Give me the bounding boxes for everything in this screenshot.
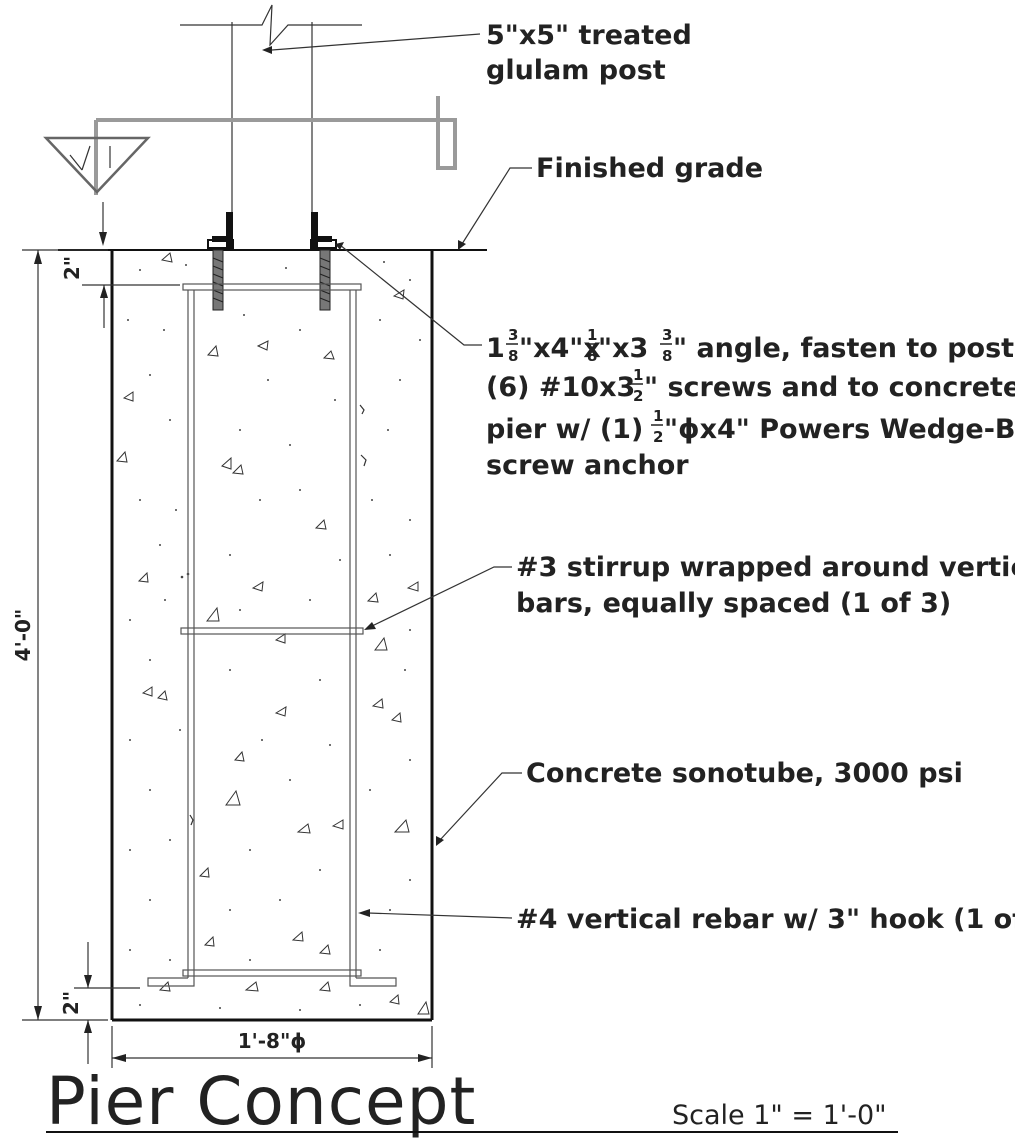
fraction-1-2-a: 1 2 [631,366,643,405]
stirrup-note-line1: #3 stirrup wrapped around vertical [516,552,1015,583]
svg-text:"x3: "x3 [598,333,648,364]
angle-note-line2: (6) #10x3 [486,372,635,403]
angle-note-line3: pier w/ (1) [486,414,643,445]
svg-text:"x4"x: "x4"x [519,333,601,364]
top-cover-dimension [82,284,180,328]
svg-text:3: 3 [508,326,518,344]
svg-text:2: 2 [653,428,663,446]
angle-note-line4: screw anchor [486,450,689,481]
stirrup-note-line2: bars, equally spaced (1 of 3) [516,588,951,619]
post-note-line2: glulam post [486,55,666,86]
diameter-label: 1'-8"ϕ [238,1029,307,1053]
angle-bracket-right [310,212,337,311]
svg-text:" angle, fasten to post w/: " angle, fasten to post w/ [673,333,1015,364]
diameter-dimension [111,1026,433,1068]
height-dimension [22,249,108,1021]
svg-text:" screws and to concrete: " screws and to concrete [644,372,1015,403]
elevation-marker-icon [43,96,457,246]
svg-text:8: 8 [587,347,597,365]
drawing-title: Pier Concept [46,1063,476,1139]
svg-text:1: 1 [653,407,663,425]
svg-text:8: 8 [662,347,672,365]
leader-lines [262,33,532,919]
grade-note: Finished grade [536,153,763,184]
fraction-1-2-b: 1 2 [651,407,663,446]
sonotube-note: Concrete sonotube, 3000 psi [526,758,963,789]
fraction-3-8-b: 3 8 [660,326,672,365]
glulam-post [180,4,362,248]
concrete-aggregate [115,252,430,1015]
svg-text:2: 2 [633,387,643,405]
rebar-cage [147,283,397,987]
top-cover-label: 2" [60,256,84,280]
fraction-3-8-a: 3 8 [506,326,518,365]
angle-bracket-left [207,212,234,311]
post-note-line1: 5"x5" treated [486,20,692,51]
svg-text:"ϕx4" Powers Wedge-Bolt: "ϕx4" Powers Wedge-Bolt [664,414,1015,445]
bottom-cover-dimension [74,942,140,1064]
scale-label: Scale 1" = 1'-0" [672,1100,887,1131]
fraction-1-8: 1 8 [585,326,597,365]
svg-text:1: 1 [587,326,597,344]
svg-text:8: 8 [508,347,518,365]
concrete-pier [110,250,434,1022]
bottom-cover-label: 2" [59,991,83,1015]
svg-text:1: 1 [633,366,643,384]
rebar-note: #4 vertical rebar w/ 3" hook (1 of 4) [516,904,1015,935]
angle-note-line1: 1 [486,333,505,364]
svg-text:3: 3 [662,326,672,344]
height-dimension-label: 4'-0" [11,609,35,662]
